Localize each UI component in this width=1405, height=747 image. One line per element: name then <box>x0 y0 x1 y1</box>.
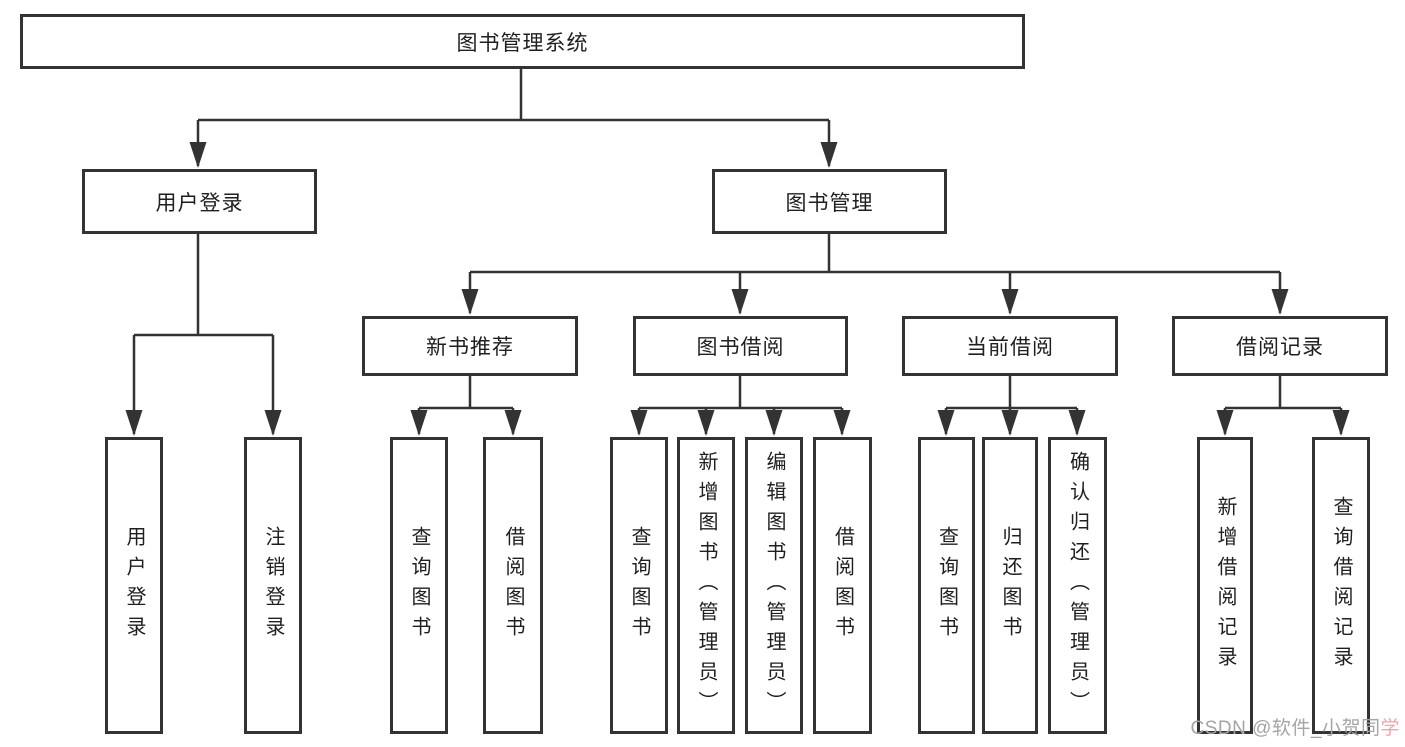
node-new-book-recommend: 新书推荐 <box>362 316 578 376</box>
connector-current-stem <box>946 374 1077 410</box>
leaf-query-books-3-label: 查询图书 <box>935 525 958 646</box>
leaf-add-borrow-record-label: 新增借阅记录 <box>1214 495 1236 676</box>
node-user-login-label: 用户登录 <box>155 191 244 215</box>
leaf-edit-books-admin: 编辑图书（管理员） <box>745 437 803 734</box>
leaf-borrow-books-2: 借阅图书 <box>813 437 872 734</box>
node-root-label: 图书管理系统 <box>456 31 589 55</box>
leaf-query-books-1-label: 查询图书 <box>408 525 430 646</box>
node-book-borrow: 图书借阅 <box>633 316 848 376</box>
leaf-confirm-return-admin-label: 确认归还（管理员） <box>1066 450 1089 721</box>
leaf-logout: 注销登录 <box>244 437 302 734</box>
csdn-watermark-text-accent: 学 <box>1380 718 1400 739</box>
leaf-user-login-label: 用户登录 <box>123 525 145 646</box>
connector-new-book-stem <box>419 374 513 410</box>
connector-borrow-stem <box>639 374 842 410</box>
leaf-return-books: 归还图书 <box>982 437 1038 734</box>
leaf-add-borrow-record: 新增借阅记录 <box>1197 437 1253 734</box>
leaf-borrow-books-1-label: 借阅图书 <box>502 525 524 646</box>
node-user-login: 用户登录 <box>82 169 317 234</box>
leaf-confirm-return-admin: 确认归还（管理员） <box>1048 437 1107 734</box>
leaf-query-books-3: 查询图书 <box>918 437 975 734</box>
node-book-borrow-label: 图书借阅 <box>696 336 785 359</box>
node-book-management-label: 图书管理 <box>785 191 874 215</box>
leaf-user-login: 用户登录 <box>105 437 163 734</box>
leaf-add-books-admin: 新增图书（管理员） <box>677 437 735 734</box>
leaf-borrow-books-1: 借阅图书 <box>483 437 543 734</box>
leaf-borrow-books-2-label: 借阅图书 <box>831 525 854 646</box>
leaf-query-borrow-record: 查询借阅记录 <box>1312 437 1370 734</box>
csdn-watermark: CSDN @软件_小贺同学 <box>1191 713 1401 740</box>
leaf-logout-label: 注销登录 <box>262 525 284 646</box>
node-book-management: 图书管理 <box>712 169 947 234</box>
node-root-system: 图书管理系统 <box>20 14 1025 69</box>
leaf-query-books-2-label: 查询图书 <box>628 525 650 646</box>
node-current-borrow-label: 当前借阅 <box>966 336 1054 359</box>
node-current-borrow: 当前借阅 <box>902 316 1118 376</box>
csdn-watermark-text: CSDN @软件_小贺同 <box>1190 718 1381 739</box>
leaf-query-borrow-record-label: 查询借阅记录 <box>1330 495 1352 676</box>
node-borrow-record: 借阅记录 <box>1172 316 1388 376</box>
connector-root-stem <box>198 68 829 122</box>
connector-user-login-stem <box>134 231 273 337</box>
leaf-query-books-2: 查询图书 <box>610 437 668 734</box>
leaf-edit-books-admin-label: 编辑图书（管理员） <box>763 450 785 721</box>
leaf-query-books-1: 查询图书 <box>390 437 448 734</box>
connector-book-mgmt-stem <box>470 231 1280 274</box>
leaf-add-books-admin-label: 新增图书（管理员） <box>695 450 717 721</box>
connector-record-stem <box>1225 374 1341 410</box>
node-new-book-recommend-label: 新书推荐 <box>426 336 514 359</box>
leaf-return-books-label: 归还图书 <box>999 525 1021 646</box>
node-borrow-record-label: 借阅记录 <box>1236 336 1324 359</box>
